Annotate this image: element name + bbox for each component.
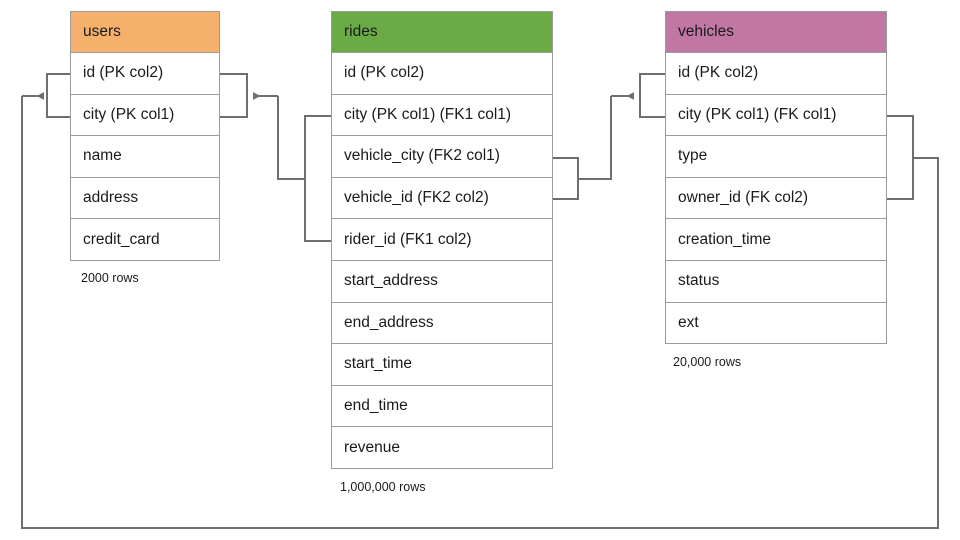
- entity-users-column-credit-card[interactable]: credit_card: [70, 219, 220, 261]
- entity-rides[interactable]: rides id (PK col2) city (PK col1) (FK1 c…: [331, 11, 553, 469]
- column-label: owner_id (FK col2): [678, 189, 809, 207]
- entity-vehicles-column-owner-id[interactable]: owner_id (FK col2): [665, 177, 887, 220]
- column-label: end_address: [344, 313, 434, 331]
- link-users-target-bracket: [46, 73, 70, 118]
- column-label: id (PK col2): [678, 64, 759, 82]
- entity-rides-column-rider-id[interactable]: rider_id (FK1 col2): [331, 219, 553, 261]
- column-label: name: [83, 147, 122, 165]
- entity-users-row-count: 2000 rows: [81, 271, 139, 285]
- entity-vehicles-column-id[interactable]: id (PK col2): [665, 53, 887, 95]
- column-label: address: [83, 189, 139, 207]
- entity-users-title: users: [83, 23, 121, 40]
- entity-users-header: users: [70, 11, 220, 53]
- entity-users-column-city[interactable]: city (PK col1): [70, 94, 220, 137]
- entity-vehicles-title: vehicles: [678, 23, 734, 40]
- entity-rides-row-count: 1,000,000 rows: [340, 480, 426, 494]
- entity-rides-column-vehicle-city[interactable]: vehicle_city (FK2 col1): [331, 136, 553, 178]
- column-label: city (PK col1) (FK1 col1): [344, 105, 512, 123]
- column-label: vehicle_id (FK2 col2): [344, 189, 489, 207]
- column-label: creation_time: [678, 230, 772, 248]
- column-label: type: [678, 147, 708, 165]
- column-label: rider_id (FK1 col2): [344, 230, 472, 248]
- column-label: city (PK col1): [83, 105, 175, 123]
- link-users-right-bracket: [220, 73, 248, 118]
- entity-vehicles-column-city[interactable]: city (PK col1) (FK col1): [665, 94, 887, 137]
- entity-users-column-address[interactable]: address: [70, 177, 220, 220]
- entity-vehicles[interactable]: vehicles id (PK col2) city (PK col1) (FK…: [665, 11, 887, 345]
- entity-vehicles-header: vehicles: [665, 11, 887, 53]
- entity-rides-column-vehicle-id[interactable]: vehicle_id (FK2 col2): [331, 177, 553, 220]
- column-label: id (PK col2): [83, 64, 164, 82]
- column-label: id (PK col2): [344, 64, 425, 82]
- entity-rides-column-start-time[interactable]: start_time: [331, 344, 553, 386]
- column-label: ext: [678, 313, 699, 331]
- entity-vehicles-column-ext[interactable]: ext: [665, 302, 887, 345]
- entity-users[interactable]: users id (PK col2) city (PK col1) name a…: [70, 11, 220, 261]
- entity-vehicles-row-count: 20,000 rows: [673, 355, 742, 369]
- link-rides-fk1-to-users: [253, 92, 331, 242]
- column-label: city (PK col1) (FK col1): [678, 105, 837, 123]
- column-label: credit_card: [83, 230, 160, 248]
- column-label: vehicle_city (FK2 col1): [344, 147, 500, 165]
- entity-rides-header: rides: [331, 11, 553, 53]
- entity-rides-column-city[interactable]: city (PK col1) (FK1 col1): [331, 94, 553, 137]
- entity-vehicles-column-type[interactable]: type: [665, 136, 887, 178]
- entity-users-column-id[interactable]: id (PK col2): [70, 53, 220, 95]
- entity-rides-column-start-address[interactable]: start_address: [331, 260, 553, 303]
- column-label: start_address: [344, 272, 438, 290]
- link-rides-fk2-to-vehicles: [553, 92, 634, 200]
- entity-rides-column-revenue[interactable]: revenue: [331, 427, 553, 469]
- entity-vehicles-column-status[interactable]: status: [665, 260, 887, 303]
- entity-rides-column-end-time[interactable]: end_time: [331, 385, 553, 428]
- column-label: end_time: [344, 397, 408, 415]
- column-label: status: [678, 272, 720, 290]
- entity-rides-title: rides: [344, 23, 378, 40]
- entity-vehicles-column-creation-time[interactable]: creation_time: [665, 219, 887, 261]
- entity-rides-column-end-address[interactable]: end_address: [331, 302, 553, 345]
- column-label: revenue: [344, 438, 401, 456]
- column-label: start_time: [344, 355, 413, 373]
- entity-users-column-name[interactable]: name: [70, 136, 220, 178]
- entity-rides-column-id[interactable]: id (PK col2): [331, 53, 553, 95]
- link-vehicles-target-bracket: [639, 73, 665, 118]
